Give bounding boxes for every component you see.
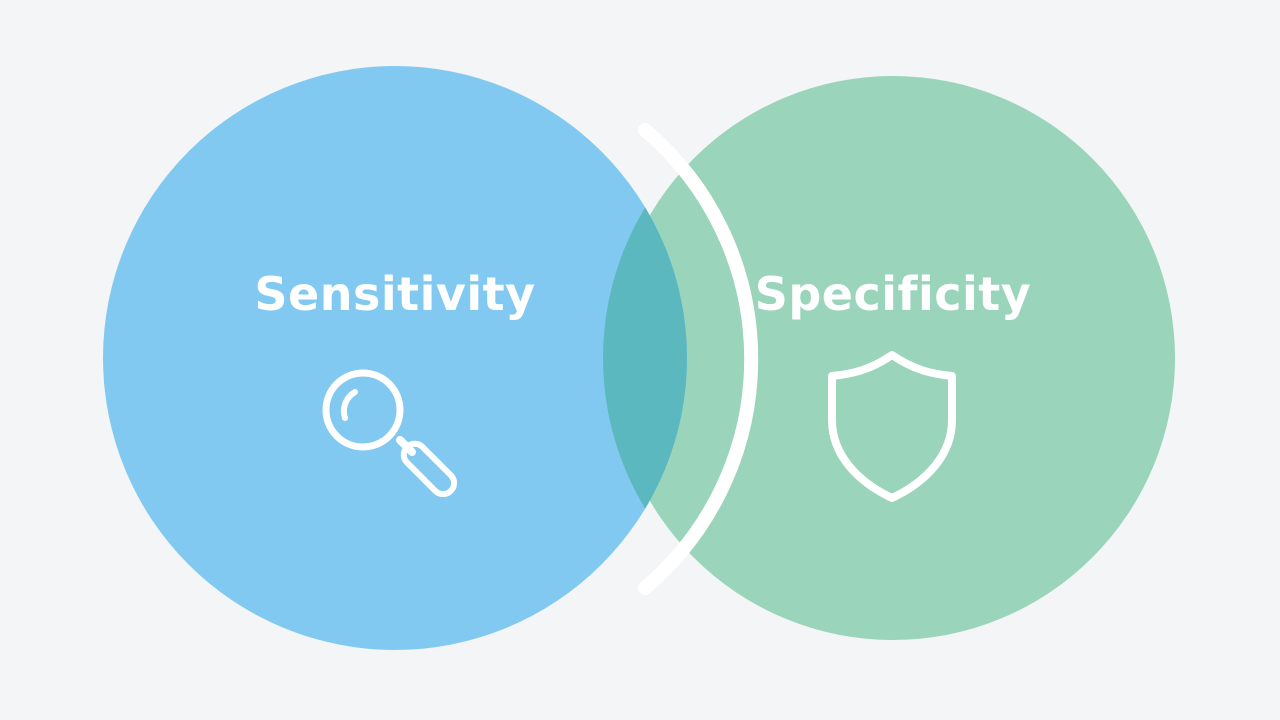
divider-arc [638,123,759,595]
shield-icon [828,351,956,502]
sensitivity-label: Sensitivity [254,267,536,321]
sensitivity-circle [103,66,687,650]
magnifying-glass-icon [322,369,458,498]
specificity-label: Specificity [754,267,1032,321]
